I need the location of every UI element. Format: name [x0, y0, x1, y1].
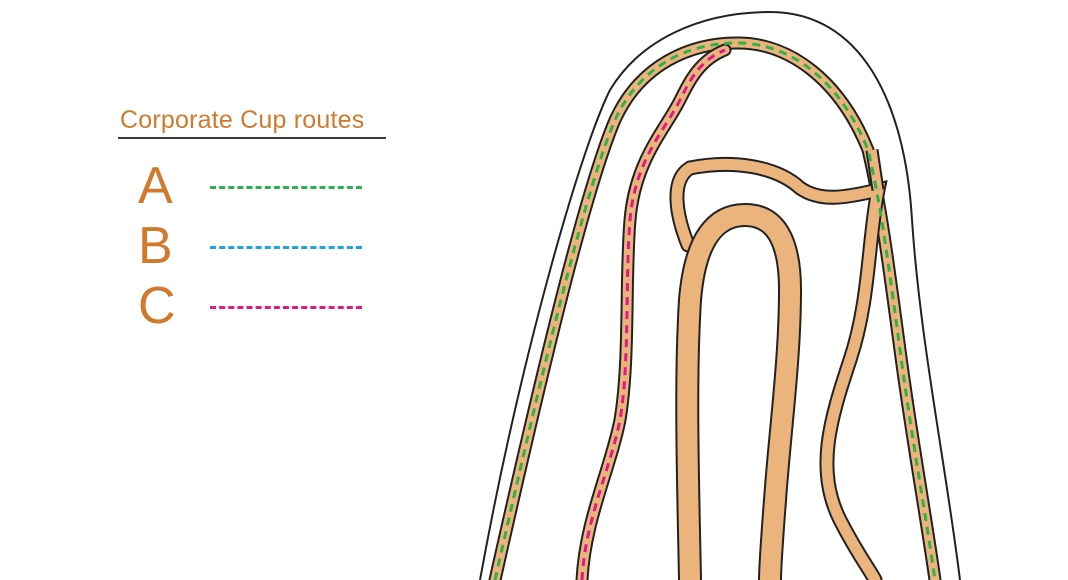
legend-label-b: B — [138, 220, 173, 272]
legend-item-c: C — [118, 280, 388, 340]
hairpin-path — [687, 215, 790, 580]
legend-label-a: A — [138, 160, 173, 212]
legend-item-a: A — [118, 160, 388, 220]
legend-swatch-b — [210, 246, 362, 249]
legend-title: Corporate Cup routes — [120, 106, 364, 135]
legend-swatch-a — [210, 186, 362, 189]
legend-label-c: C — [138, 280, 176, 332]
inner-left-path-casing — [582, 50, 725, 580]
map-legend: Corporate Cup routes A B C — [118, 104, 388, 344]
legend-item-b: B — [118, 220, 388, 280]
legend-swatch-c — [210, 306, 362, 309]
legend-divider — [118, 137, 386, 139]
